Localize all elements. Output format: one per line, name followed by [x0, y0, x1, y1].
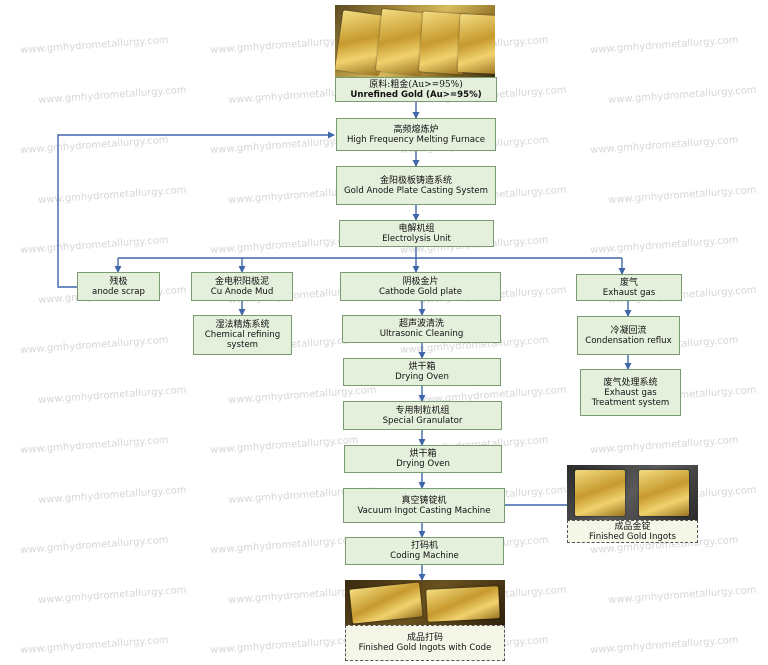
node-melting-furnace-zh: 高频熔炼炉 [393, 125, 438, 135]
node-vacuum-ingot-casting: 真空铸锭机 Vacuum Ingot Casting Machine [343, 488, 505, 523]
node-finished-gold-ingots-zh: 成品金锭 [614, 522, 650, 532]
node-vacuum-ingot-casting-zh: 真空铸锭机 [401, 496, 446, 506]
node-coding-machine-zh: 打码机 [411, 541, 438, 551]
node-coding-machine: 打码机 Coding Machine [345, 537, 504, 565]
node-condensation-reflux-zh: 冷凝回流 [610, 326, 646, 336]
node-exhaust-gas-zh: 废气 [620, 278, 638, 288]
node-cu-anode-mud-zh: 金电积阳极泥 [215, 277, 269, 287]
node-melting-furnace-en: High Frequency Melting Furnace [347, 135, 485, 145]
node-exhaust-gas-en: Exhaust gas [603, 288, 655, 298]
node-unrefined-gold-en: Unrefined Gold (Au>=95%) [350, 90, 481, 100]
node-melting-furnace: 高频熔炼炉 High Frequency Melting Furnace [336, 118, 496, 151]
node-electrolysis-unit: 电解机组 Electrolysis Unit [339, 220, 494, 247]
node-chemical-refining-zh: 湿法精炼系统 [215, 320, 269, 330]
node-condensation-reflux: 冷凝回流 Condensation reflux [577, 316, 680, 355]
node-anode-scrap-en: anode scrap [92, 287, 145, 297]
node-drying-oven-1: 烘干箱 Drying Oven [343, 358, 501, 386]
node-unrefined-gold-zh: 原料:粗金(Au>=95%) [369, 80, 462, 90]
node-cu-anode-mud: 金电积阳极泥 Cu Anode Mud [191, 272, 293, 301]
node-exhaust-treatment-en: Exhaust gas Treatment system [583, 388, 678, 408]
node-ultrasonic-cleaning-en: Ultrasonic Cleaning [380, 329, 464, 339]
node-finished-gold-ingots-en: Finished Gold Ingots [589, 532, 676, 542]
node-ultrasonic-cleaning-zh: 超声波清洗 [399, 319, 444, 329]
node-special-granulator: 专用制粒机组 Special Granulator [343, 401, 502, 430]
node-cathode-gold-plate: 阴极金片 Cathode Gold plate [340, 272, 501, 301]
node-anode-casting-en: Gold Anode Plate Casting System [344, 186, 488, 196]
node-drying-oven-1-zh: 烘干箱 [408, 362, 435, 372]
node-anode-casting-zh: 金阳极板铸造系统 [380, 176, 452, 186]
node-ultrasonic-cleaning: 超声波清洗 Ultrasonic Cleaning [342, 315, 501, 343]
node-drying-oven-2-en: Drying Oven [396, 459, 450, 469]
node-coding-machine-en: Coding Machine [390, 551, 459, 561]
node-cathode-gold-plate-en: Cathode Gold plate [379, 287, 462, 297]
node-chemical-refining-en: Chemical refining system [196, 330, 289, 350]
node-anode-scrap: 残极 anode scrap [77, 272, 160, 301]
node-cathode-gold-plate-zh: 阴极金片 [402, 277, 438, 287]
node-anode-casting: 金阳极板铸造系统 Gold Anode Plate Casting System [336, 166, 496, 205]
node-unrefined-gold: 原料:粗金(Au>=95%) Unrefined Gold (Au>=95%) [335, 77, 497, 102]
node-finished-ingots-with-code-zh: 成品打码 [407, 633, 443, 643]
node-exhaust-gas: 废气 Exhaust gas [576, 274, 682, 301]
node-drying-oven-2: 烘干箱 Drying Oven [344, 445, 502, 473]
node-special-granulator-en: Special Granulator [383, 416, 463, 426]
node-special-granulator-zh: 专用制粒机组 [395, 406, 449, 416]
node-chemical-refining: 湿法精炼系统 Chemical refining system [193, 315, 292, 355]
node-drying-oven-2-zh: 烘干箱 [409, 449, 436, 459]
node-exhaust-treatment: 废气处理系统 Exhaust gas Treatment system [580, 369, 681, 416]
node-finished-ingots-with-code-en: Finished Gold Ingots with Code [359, 643, 492, 653]
node-finished-ingots-with-code: 成品打码 Finished Gold Ingots with Code [345, 625, 505, 661]
node-anode-scrap-zh: 残极 [109, 277, 127, 287]
node-electrolysis-unit-en: Electrolysis Unit [382, 234, 451, 244]
node-drying-oven-1-en: Drying Oven [395, 372, 449, 382]
node-exhaust-treatment-zh: 废气处理系统 [603, 378, 657, 388]
node-vacuum-ingot-casting-en: Vacuum Ingot Casting Machine [357, 506, 490, 516]
node-condensation-reflux-en: Condensation reflux [585, 336, 671, 346]
node-cu-anode-mud-en: Cu Anode Mud [211, 287, 274, 297]
node-electrolysis-unit-zh: 电解机组 [398, 224, 434, 234]
node-finished-gold-ingots: 成品金锭 Finished Gold Ingots [567, 520, 698, 543]
